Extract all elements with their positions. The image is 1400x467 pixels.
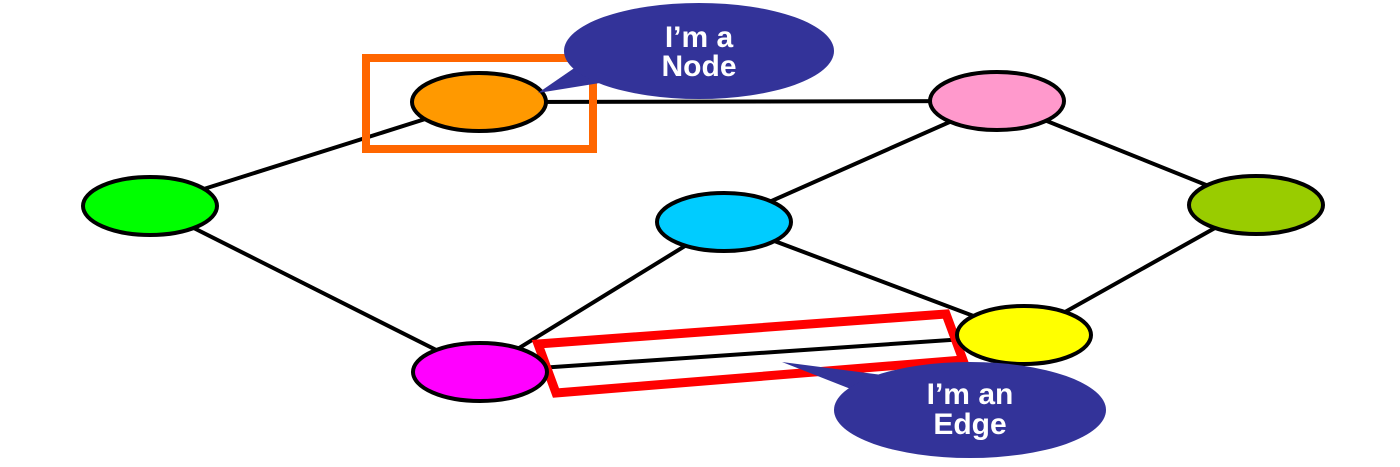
node-cyan (655, 191, 793, 253)
node-orange (410, 71, 548, 133)
node-highlight-box (362, 54, 597, 153)
node-olive-green (1187, 174, 1325, 236)
edge-callout: I’m an Edge (782, 362, 1106, 458)
node-callout: I’m a Node (538, 3, 834, 99)
edge-green-magenta (149, 204, 481, 374)
edge-callout-line2: Edge (933, 408, 1006, 441)
edge-orange-pink (478, 99, 998, 104)
edge-callout-line1: I’m an (927, 378, 1014, 411)
node-callout-line1: I’m a (665, 21, 734, 54)
node-pink (928, 70, 1066, 132)
nodes-layer (81, 70, 1325, 403)
node-magenta (411, 341, 549, 403)
edge-callout-bubble (834, 362, 1106, 458)
node-yellow (955, 304, 1093, 366)
edge-magenta-yellow (479, 333, 1025, 374)
node-green (81, 175, 219, 237)
node-callout-bubble (564, 3, 834, 99)
node-callout-line2: Node (662, 50, 737, 83)
edge-highlight-box (531, 309, 970, 398)
